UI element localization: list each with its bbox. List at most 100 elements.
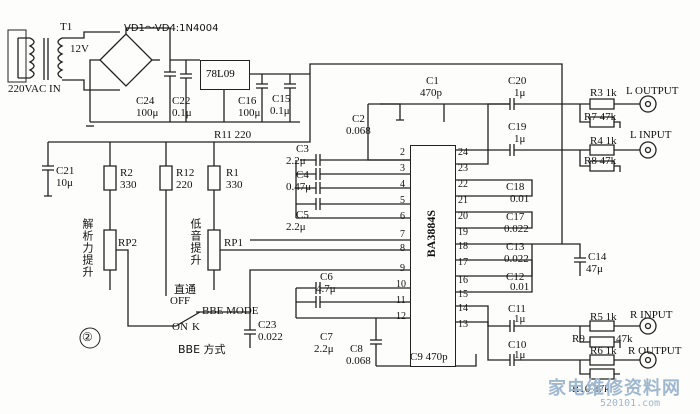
pin-14: 14 [458, 303, 468, 314]
transformer-label: T1 [60, 21, 73, 33]
c7-value: 2.2μ [314, 343, 334, 355]
rp1-label: RP1 [224, 237, 243, 249]
r12-label: R12 [176, 167, 195, 179]
ic-name: BA3884S [424, 210, 438, 258]
r4-label: R4 1k [590, 135, 617, 147]
c19-label: C19 [508, 121, 527, 133]
r2-label: R2 [120, 167, 133, 179]
c20-value: 1μ [514, 87, 526, 99]
c2-label: C2 [352, 113, 365, 125]
left-rails [42, 128, 410, 348]
c18-value: 0.01 [510, 193, 530, 205]
c21-label: C21 [56, 165, 75, 177]
pin-4: 4 [400, 179, 405, 190]
watermark-url: 520101.com [600, 398, 661, 409]
power-rail [86, 60, 563, 244]
c12-label: C12 [506, 271, 525, 283]
pin-18: 18 [458, 241, 468, 252]
c22-label: C22 [172, 95, 191, 107]
bass-boost-label: 低音提升 [189, 218, 202, 266]
c19-value: 1μ [514, 133, 526, 145]
pin-3: 3 [400, 163, 405, 174]
c14-value: 47μ [586, 263, 603, 275]
r-output-label: R OUTPUT [628, 345, 682, 357]
c3-label: C3 [296, 143, 309, 155]
r11-label: R11 220 [214, 129, 252, 141]
pin-7: 7 [400, 229, 405, 240]
figure-number: ② [82, 330, 93, 344]
pin-23: 23 [458, 163, 468, 174]
pin-13: 13 [458, 319, 468, 330]
rectifier-label: VD1～VD4:1N4004 [124, 23, 219, 34]
c4-label: C4 [296, 169, 309, 181]
c5-label: C5 [296, 209, 309, 221]
pin-9: 9 [400, 263, 405, 274]
c5-value: 2.2μ [286, 221, 306, 233]
pin-21: 21 [458, 195, 468, 206]
off-label: OFF [170, 295, 191, 307]
pin-6: 6 [400, 211, 405, 222]
pin-17: 17 [458, 257, 468, 268]
l-output-label: L OUTPUT [626, 85, 679, 97]
c15-value: 0.1μ [270, 105, 290, 117]
c22-value: 0.1μ [172, 107, 192, 119]
io-network [79, 95, 657, 380]
bypass-label: 直通 [174, 283, 196, 296]
pin-15: 15 [458, 289, 468, 300]
c10-value: 1μ [514, 349, 526, 361]
c8-value: 0.068 [346, 355, 371, 367]
ic-right-connections [380, 98, 586, 366]
r10-label: R10 47k [572, 383, 610, 395]
r3-label: R3 1k [590, 87, 617, 99]
pin-5: 5 [400, 195, 405, 206]
c16-value: 100μ [238, 107, 261, 119]
transformer-symbol [7, 29, 120, 91]
pin-10: 10 [396, 279, 406, 290]
r2-value: 330 [120, 179, 137, 191]
pin-24: 24 [458, 147, 468, 158]
pin-22: 22 [458, 179, 468, 190]
ic-ba3884s [410, 145, 456, 367]
r8-label: R8 47k [584, 155, 617, 167]
c2-value: 0.068 [346, 125, 371, 137]
c13-label: C13 [506, 241, 525, 253]
c23-value: 0.022 [258, 331, 283, 343]
pin-2: 2 [400, 147, 405, 158]
c24-value: 100μ [136, 107, 159, 119]
c6-value: 4.7μ [316, 283, 336, 295]
c10-label: C10 [508, 339, 527, 351]
pin-20: 20 [458, 211, 468, 222]
r5-label: R5 1k [590, 311, 617, 323]
pin-16: 16 [458, 275, 468, 286]
c17-value: 0.022 [504, 223, 529, 235]
pin-12: 12 [396, 311, 406, 322]
c14-label: C14 [588, 251, 607, 263]
c8-label: C8 [350, 343, 363, 355]
regulator-label: 78L09 [206, 68, 235, 80]
r9-label: R9 [572, 333, 585, 345]
pin-8: 8 [400, 243, 405, 254]
c9-label: C9 470p [410, 351, 448, 363]
r1-label: R1 [226, 167, 239, 179]
c20-label: C20 [508, 75, 527, 87]
c3-value: 2.2μ [286, 155, 306, 167]
c21-value: 10μ [56, 177, 73, 189]
r9-value: 47k [616, 333, 633, 345]
r7-label: R7 47k [584, 111, 617, 123]
bbe-way-label: BBE 方式 [178, 343, 226, 356]
watermark-brand: 家电维修资料网 [548, 378, 681, 399]
c7-label: C7 [320, 331, 333, 343]
c15-label: C15 [272, 93, 291, 105]
c13-value: 0.022 [504, 253, 529, 265]
c12-value: 0.01 [510, 281, 530, 293]
resolution-boost-label: 解析力提升 [81, 218, 94, 278]
c1-label: C1 [426, 75, 439, 87]
c1-value: 470p [420, 87, 442, 99]
ic-left-connections [295, 103, 477, 367]
switch-k-label: K [192, 321, 200, 333]
r-input-label: R INPUT [630, 309, 673, 321]
pin-11: 11 [396, 295, 406, 306]
c23-label: C23 [258, 319, 277, 331]
